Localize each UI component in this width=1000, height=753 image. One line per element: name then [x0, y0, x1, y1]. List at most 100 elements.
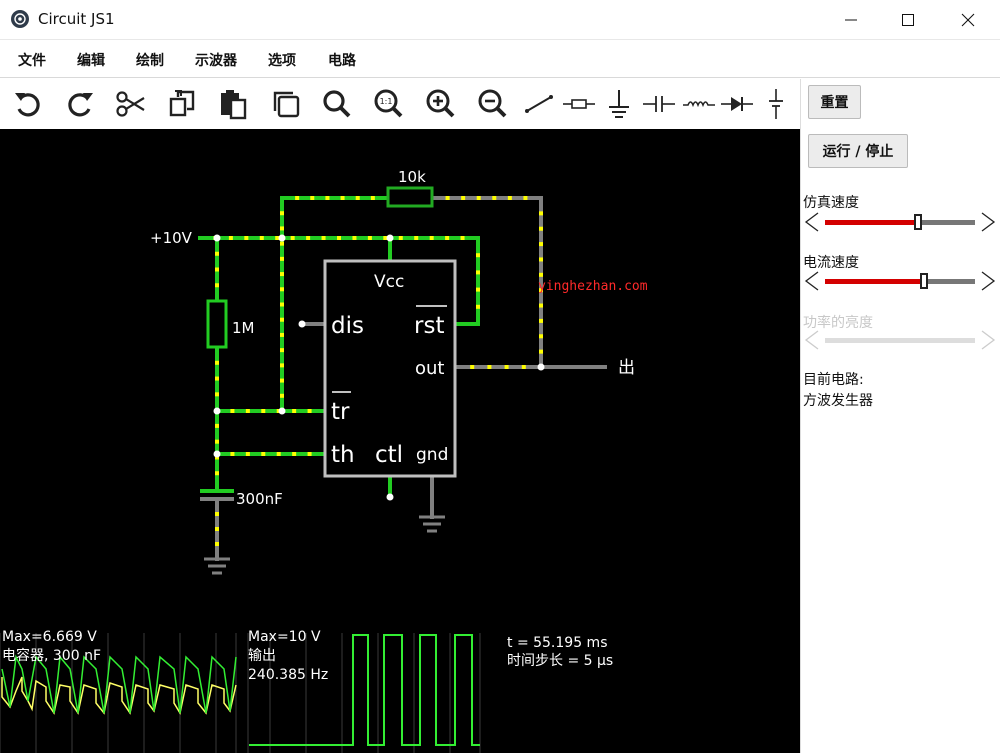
menu-draw[interactable]: 绘制: [136, 53, 164, 69]
control-panel: 重置 运行 / 停止 仿真速度 电流速度 功率的亮度 目前电路: 方波发生器: [800, 79, 1000, 753]
scope2-grid: [247, 633, 481, 753]
maximize-icon: [902, 14, 914, 26]
app-logo-icon: [11, 10, 29, 28]
resistor-1m[interactable]: [206, 299, 228, 349]
minimize-button[interactable]: [823, 0, 879, 40]
add-voltage-source-button[interactable]: [757, 85, 795, 123]
slider-right-arrow-icon[interactable]: [979, 270, 997, 292]
title-bar: Circuit JS1: [0, 0, 1000, 40]
run-stop-button[interactable]: 运行 / 停止: [808, 134, 908, 168]
capacitor-label: 300nF: [236, 490, 283, 508]
resistor-10k[interactable]: [386, 186, 434, 208]
current-dot: [476, 253, 480, 258]
current-dot: [307, 452, 312, 456]
paste-button[interactable]: [214, 85, 252, 123]
add-resistor-button[interactable]: [560, 85, 598, 123]
wire-icon: [525, 95, 553, 113]
current-dot: [261, 452, 266, 456]
menu-edit[interactable]: 编辑: [77, 53, 105, 69]
add-capacitor-button[interactable]: [640, 85, 678, 123]
current-dot: [280, 256, 284, 261]
current-dot: [215, 527, 219, 531]
maximize-button[interactable]: [880, 0, 936, 40]
current-speed-slider[interactable]: [801, 270, 999, 292]
current-dot: [280, 393, 284, 398]
cut-button[interactable]: [112, 85, 150, 123]
current-dot: [398, 236, 403, 240]
scope1-label: 电容器, 300 nF: [2, 648, 101, 664]
current-dot: [215, 251, 219, 256]
current-dot: [280, 332, 284, 337]
slider-left-arrow-icon[interactable]: [803, 211, 821, 233]
sim-speed-thumb[interactable]: [914, 214, 922, 230]
current-dot: [280, 363, 284, 368]
menu-circuits[interactable]: 电路: [328, 53, 356, 69]
current-speed-thumb[interactable]: [920, 273, 928, 289]
capacitor-300nf[interactable]: [200, 489, 234, 501]
chip-out-label: out: [415, 358, 444, 379]
circuit-diagram[interactable]: +10V 10k 1M 300nF 出 Vcc dis rst out tr t…: [0, 129, 800, 629]
current-dot: [215, 267, 219, 272]
reset-button[interactable]: 重置: [808, 85, 861, 119]
current-dot: [539, 349, 543, 354]
current-dot: [337, 236, 341, 240]
circuit-canvas[interactable]: +10V 10k 1M 300nF 出 Vcc dis rst out tr t…: [0, 129, 800, 629]
current-dot: [460, 236, 465, 240]
search-button[interactable]: [318, 85, 356, 123]
menu-scopes[interactable]: 示波器: [195, 53, 237, 69]
zoom-in-button[interactable]: [422, 85, 460, 123]
current-dot: [321, 236, 326, 240]
current-dot: [280, 272, 284, 277]
current-dot: [230, 409, 235, 413]
current-dot: [492, 196, 497, 200]
duplicate-button[interactable]: [267, 85, 305, 123]
current-dot: [476, 304, 480, 309]
add-diode-button[interactable]: [718, 85, 756, 123]
current-dot: [325, 196, 330, 200]
copy-button[interactable]: [163, 85, 201, 123]
close-button[interactable]: [940, 0, 996, 40]
sim-speed-label: 仿真速度: [803, 195, 859, 211]
slider-right-arrow-icon[interactable]: [979, 211, 997, 233]
slider-left-arrow-icon[interactable]: [803, 270, 821, 292]
current-dot: [280, 302, 284, 307]
current-dot: [215, 542, 219, 546]
sim-speed-slider[interactable]: [801, 211, 999, 233]
junction-dots: [213, 234, 545, 501]
scissors-icon: [116, 91, 145, 117]
add-ground-button[interactable]: [600, 85, 638, 123]
scope1-max: Max=6.669 V: [2, 629, 97, 645]
toolbar: 1:1: [0, 79, 800, 129]
current-dot: [539, 318, 543, 323]
scope2-max: Max=10 V: [248, 629, 321, 645]
add-inductor-button[interactable]: [680, 85, 718, 123]
add-wire-button[interactable]: [520, 85, 558, 123]
resistor-top-label: 10k: [398, 168, 426, 186]
window-title: Circuit JS1: [38, 10, 115, 28]
scope-graphs[interactable]: [0, 629, 800, 753]
current-dot: [230, 452, 235, 456]
current-dot: [355, 196, 360, 200]
menu-bar: 文件 编辑 绘制 示波器 选项 电路: [0, 40, 1000, 78]
current-dot: [539, 334, 543, 339]
diode-icon: [721, 97, 753, 111]
current-circuit-name: 方波发生器: [803, 393, 873, 409]
power-brightness-label: 功率的亮度: [803, 315, 873, 331]
current-dot: [539, 288, 543, 293]
resistor-icon: [563, 99, 595, 109]
current-dot: [445, 196, 450, 200]
zoom-out-button[interactable]: [474, 85, 512, 123]
undo-button[interactable]: [9, 85, 47, 123]
close-icon: [961, 13, 975, 27]
timer-chip[interactable]: [323, 259, 457, 478]
menu-options[interactable]: 选项: [268, 53, 296, 69]
redo-button[interactable]: [61, 85, 99, 123]
zoom-actual-button[interactable]: 1:1: [370, 85, 408, 123]
minimize-icon: [845, 19, 857, 21]
current-dot: [310, 196, 315, 200]
output-label: 出: [618, 358, 635, 378]
zoom-out-icon: [478, 89, 507, 118]
current-dot: [429, 236, 434, 240]
current-dot: [215, 512, 219, 516]
menu-file[interactable]: 文件: [18, 53, 46, 69]
